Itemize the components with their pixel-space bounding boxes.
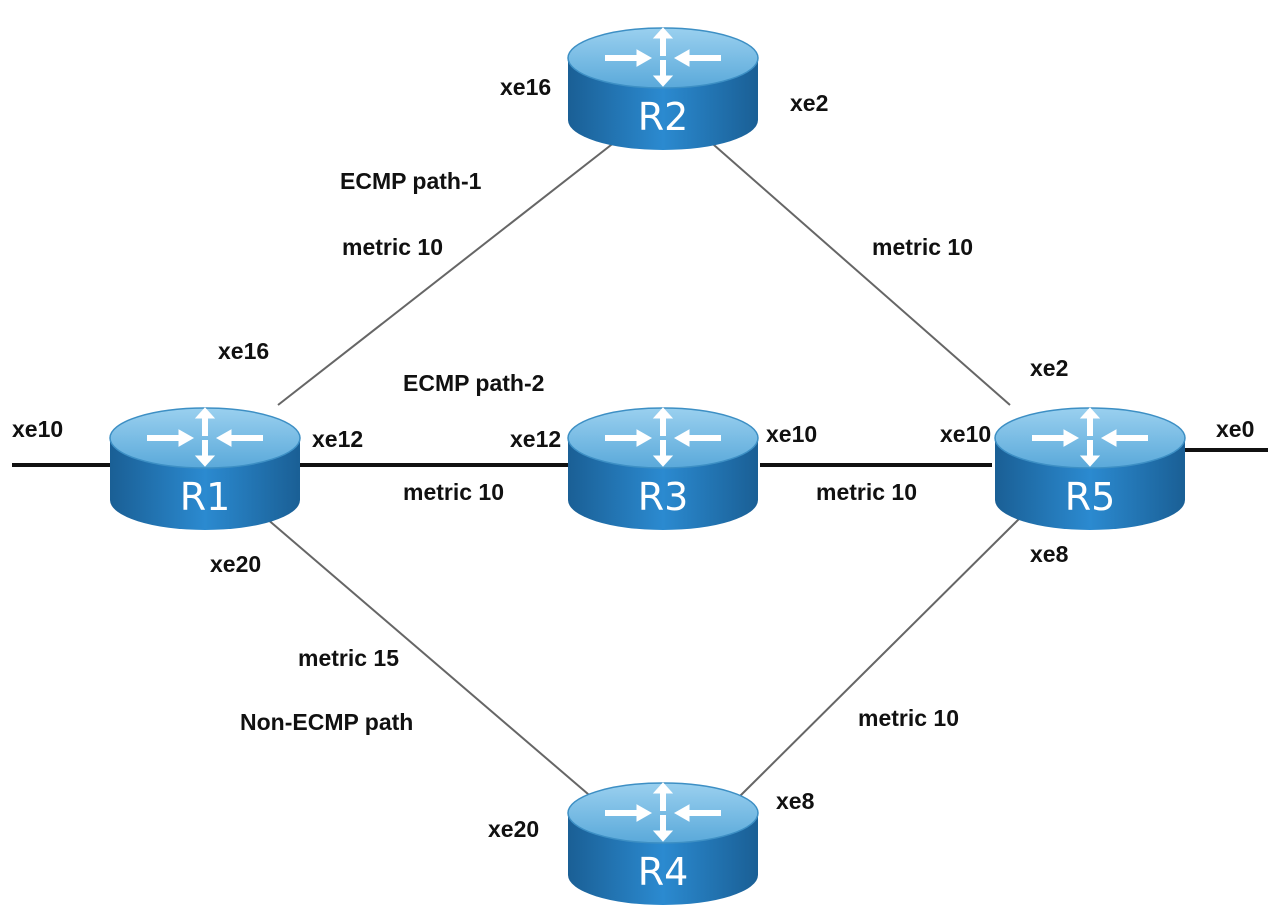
metric-label-r1-r3: metric 10 [403, 479, 505, 505]
iface-r2-r5: xe2 [790, 90, 829, 116]
router-r1: R1 [110, 408, 300, 530]
link-r1-r2 [277, 137, 621, 406]
iface-r5-r4: xe8 [1030, 541, 1069, 567]
link-r2-r5 [705, 137, 1011, 406]
iface-r3-r1: xe12 [510, 426, 562, 452]
metric-label-r4-r5: metric 10 [858, 705, 960, 731]
router-r3-label: R3 [638, 475, 689, 519]
router-r4-label: R4 [638, 850, 689, 894]
iface-r4-r5: xe8 [776, 788, 815, 814]
metric-label-r3-r5: metric 10 [816, 479, 918, 505]
iface-r2-r1: xe16 [500, 74, 552, 100]
iface-r1-r3: xe12 [312, 426, 364, 452]
router-r5: R5 [995, 408, 1185, 530]
router-r1-label: R1 [180, 475, 231, 519]
router-r3: R3 [568, 408, 758, 530]
router-r2: R2 [568, 28, 758, 150]
router-r4: R4 [568, 783, 758, 905]
path-label-r1-r2: ECMP path-1 [340, 168, 482, 194]
iface-r1-r4: xe20 [210, 551, 262, 577]
iface-r1-ext: xe10 [12, 416, 64, 442]
link-r1-r4 [265, 517, 596, 801]
iface-r5-ext: xe0 [1216, 416, 1255, 442]
iface-r1-r2: xe16 [218, 338, 270, 364]
iface-r4-r1: xe20 [488, 816, 540, 842]
iface-r5-r3: xe10 [940, 421, 992, 447]
router-r5-label: R5 [1065, 475, 1116, 519]
metric-label-r1-r4: metric 15 [298, 645, 400, 671]
metric-label-r2-r5: metric 10 [872, 234, 974, 260]
iface-r5-r2: xe2 [1030, 355, 1069, 381]
router-r2-label: R2 [638, 95, 689, 139]
path-label-r1-r3: ECMP path-2 [403, 370, 545, 396]
link-r4-r5 [739, 512, 1026, 797]
path-label-r1-r4: Non-ECMP path [240, 709, 414, 735]
metric-label-r1-r2: metric 10 [342, 234, 444, 260]
iface-r3-r5: xe10 [766, 421, 818, 447]
